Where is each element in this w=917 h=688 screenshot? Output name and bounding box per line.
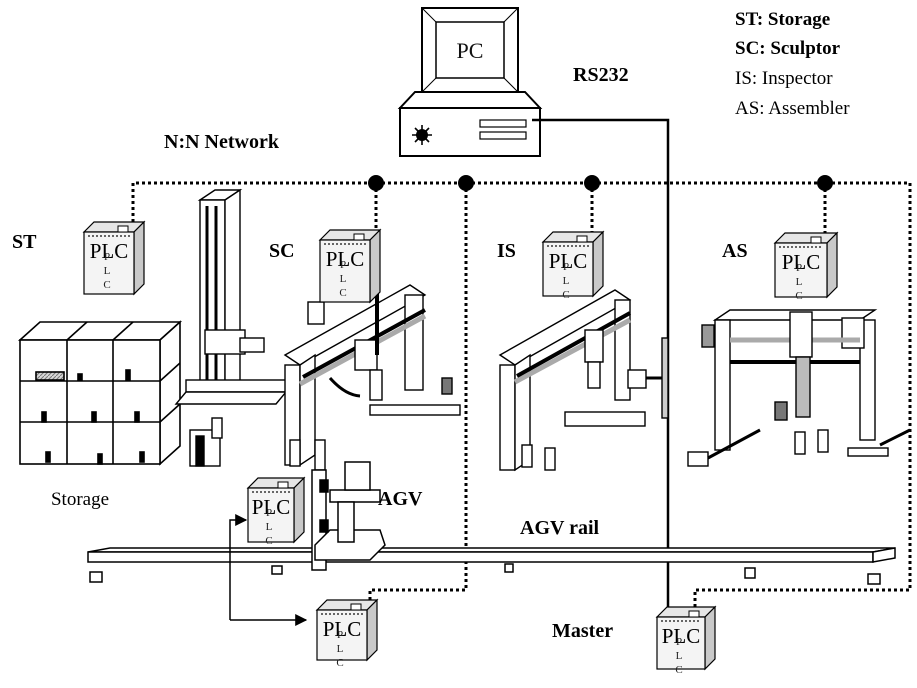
agv-vehicle: [312, 462, 385, 570]
pc-computer: PC: [400, 8, 540, 156]
plc-letter-p: P: [266, 507, 272, 519]
agv-rail-label: AGV rail: [520, 517, 600, 539]
plc-letter-l: L: [104, 265, 111, 277]
plc-letter-c: C: [265, 535, 272, 547]
power-icon: [412, 125, 432, 145]
plc-letter-l: L: [266, 521, 273, 533]
plc-letter-l: L: [340, 273, 347, 285]
station-as-label: AS: [722, 240, 748, 262]
station-st-label: ST: [12, 231, 37, 253]
legend-is: IS: Inspector: [735, 68, 833, 89]
agv-rail: [88, 548, 895, 584]
storage-crane: [176, 190, 286, 466]
plc-letter-p: P: [796, 262, 802, 274]
master-label: Master: [552, 620, 613, 642]
plc-letter-c: C: [795, 290, 802, 302]
plc-letter-c: C: [339, 287, 346, 299]
network-label: N:N Network: [164, 131, 280, 153]
plc-letter-c: C: [675, 664, 682, 676]
inspector-station: [500, 290, 668, 470]
legend: ST: Storage SC: Sculptor IS: Inspector A…: [735, 9, 850, 119]
rs232-label: RS232: [573, 64, 629, 86]
plc-letter-p: P: [337, 629, 343, 641]
station-sc-label: SC: [269, 240, 295, 262]
plc-letter-p: P: [340, 259, 346, 271]
storage-label: Storage: [51, 489, 109, 510]
legend-as: AS: Assembler: [735, 98, 850, 119]
legend-st: ST: Storage: [735, 9, 830, 30]
pc-label: PC: [457, 38, 484, 63]
sculptor-station: [285, 285, 460, 470]
plc-letter-c: C: [336, 657, 343, 669]
agv-label: AGV: [378, 488, 423, 510]
plc-letter-l: L: [676, 650, 683, 662]
plc-letter-p: P: [676, 636, 682, 648]
station-is-label: IS: [497, 240, 516, 262]
plc-letter-l: L: [337, 643, 344, 655]
plc-letter-p: P: [104, 251, 110, 263]
legend-sc: SC: Sculptor: [735, 38, 841, 59]
plc-letter-c: C: [103, 279, 110, 291]
plc-letter-p: P: [563, 261, 569, 273]
assembler-station: [688, 310, 910, 466]
plc-letter-l: L: [563, 275, 570, 287]
plc-letter-l: L: [796, 276, 803, 288]
plc-letter-c: C: [562, 289, 569, 301]
storage-rack: [20, 322, 180, 464]
